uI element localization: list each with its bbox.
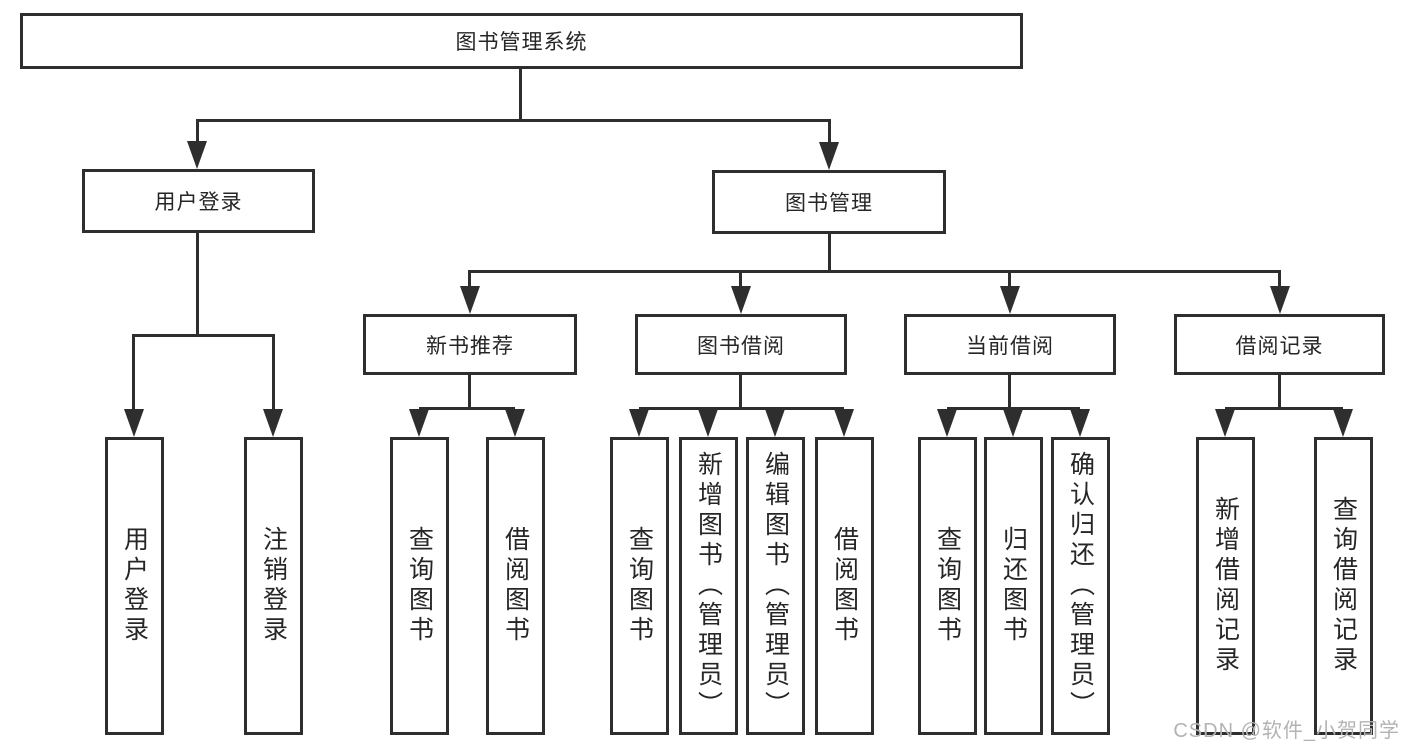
connector-line bbox=[272, 334, 275, 412]
connector-line bbox=[1278, 375, 1281, 410]
leaf-edit-books-admin: 编辑图书（管理员） bbox=[746, 437, 805, 735]
arrowhead-down-icon bbox=[460, 286, 480, 314]
leaf-user-login-label: 用户登录 bbox=[120, 526, 149, 646]
connector-line bbox=[196, 119, 199, 148]
connector-line bbox=[468, 375, 471, 410]
leaf-user-login: 用户登录 bbox=[105, 437, 164, 735]
arrowhead-down-icon bbox=[765, 409, 785, 437]
connector-line bbox=[197, 119, 831, 122]
connector-line bbox=[739, 375, 742, 410]
leaf-add-borrow-record: 新增借阅记录 bbox=[1196, 437, 1255, 735]
arrowhead-down-icon bbox=[124, 409, 144, 437]
arrowhead-down-icon bbox=[1070, 409, 1090, 437]
leaf-borrow-books-recommend: 借阅图书 bbox=[486, 437, 545, 735]
node-root-label: 图书管理系统 bbox=[455, 31, 588, 54]
arrowhead-down-icon bbox=[1000, 286, 1020, 314]
arrowhead-down-icon bbox=[1270, 286, 1290, 314]
node-book-management: 图书管理 bbox=[712, 170, 946, 234]
arrowhead-down-icon bbox=[187, 141, 207, 169]
connector-line bbox=[1008, 270, 1011, 290]
leaf-query-books-current: 查询图书 bbox=[918, 437, 977, 735]
arrowhead-down-icon bbox=[263, 409, 283, 437]
leaf-query-borrow-record: 查询借阅记录 bbox=[1314, 437, 1373, 735]
leaf-borrow-books-borrowing-label: 借阅图书 bbox=[830, 526, 859, 646]
connector-line bbox=[739, 270, 742, 290]
arrowhead-down-icon bbox=[1003, 409, 1023, 437]
connector-line bbox=[196, 233, 199, 337]
arrowhead-down-icon bbox=[819, 142, 839, 170]
leaf-logout-login-label: 注销登录 bbox=[259, 526, 288, 646]
connector-line bbox=[639, 407, 844, 410]
arrowhead-down-icon bbox=[698, 409, 718, 437]
leaf-query-books-recommend-label: 查询图书 bbox=[405, 526, 434, 646]
arrowhead-down-icon bbox=[629, 409, 649, 437]
node-borrowing-records-label: 借阅记录 bbox=[1235, 334, 1324, 358]
arrowhead-down-icon bbox=[409, 409, 429, 437]
node-book-borrowing-label: 图书借阅 bbox=[697, 334, 785, 358]
connector-line bbox=[1225, 407, 1343, 410]
watermark: CSDN @软件_小贺同学 bbox=[1173, 720, 1400, 742]
connector-line bbox=[828, 119, 831, 148]
leaf-edit-books-admin-label: 编辑图书（管理员） bbox=[761, 451, 790, 721]
arrowhead-down-icon bbox=[1215, 409, 1235, 437]
connector-line bbox=[1278, 270, 1281, 290]
connector-line bbox=[947, 407, 1080, 410]
connector-line bbox=[133, 334, 275, 337]
leaf-return-books-label: 归还图书 bbox=[999, 526, 1028, 646]
node-user-login: 用户登录 bbox=[82, 169, 315, 233]
connector-line bbox=[519, 68, 522, 122]
node-borrowing-records: 借阅记录 bbox=[1174, 314, 1385, 375]
leaf-add-borrow-record-label: 新增借阅记录 bbox=[1211, 496, 1240, 676]
arrowhead-down-icon bbox=[505, 409, 525, 437]
connector-line bbox=[1008, 375, 1011, 410]
node-new-book-recommendation: 新书推荐 bbox=[363, 314, 577, 375]
leaf-logout-login: 注销登录 bbox=[244, 437, 303, 735]
node-current-borrowing: 当前借阅 bbox=[904, 314, 1116, 375]
arrowhead-down-icon bbox=[834, 409, 854, 437]
leaf-confirm-return-admin-label: 确认归还（管理员） bbox=[1066, 451, 1095, 721]
leaf-add-books-admin: 新增图书（管理员） bbox=[679, 437, 738, 735]
leaf-query-borrow-record-label: 查询借阅记录 bbox=[1329, 496, 1358, 676]
connector-line bbox=[828, 234, 831, 273]
connector-line bbox=[419, 407, 515, 410]
leaf-query-books-borrowing-label: 查询图书 bbox=[625, 526, 654, 646]
leaf-return-books: 归还图书 bbox=[984, 437, 1043, 735]
leaf-borrow-books-recommend-label: 借阅图书 bbox=[501, 526, 530, 646]
connector-line bbox=[470, 270, 1281, 273]
arrowhead-down-icon bbox=[1333, 409, 1353, 437]
leaf-confirm-return-admin: 确认归还（管理员） bbox=[1051, 437, 1110, 735]
arrowhead-down-icon bbox=[731, 286, 751, 314]
connector-line bbox=[468, 270, 471, 290]
leaf-query-books-recommend: 查询图书 bbox=[390, 437, 449, 735]
leaf-query-books-current-label: 查询图书 bbox=[933, 526, 962, 646]
connector-line bbox=[132, 334, 135, 412]
leaf-query-books-borrowing: 查询图书 bbox=[610, 437, 669, 735]
leaf-add-books-admin-label: 新增图书（管理员） bbox=[694, 451, 723, 721]
node-book-borrowing: 图书借阅 bbox=[635, 314, 847, 375]
node-root: 图书管理系统 bbox=[20, 13, 1023, 69]
leaf-borrow-books-borrowing: 借阅图书 bbox=[815, 437, 874, 735]
arrowhead-down-icon bbox=[937, 409, 957, 437]
node-new-book-recommendation-label: 新书推荐 bbox=[426, 334, 514, 358]
node-user-login-label: 用户登录 bbox=[154, 191, 243, 214]
node-current-borrowing-label: 当前借阅 bbox=[966, 334, 1054, 358]
node-book-management-label: 图书管理 bbox=[785, 192, 873, 215]
